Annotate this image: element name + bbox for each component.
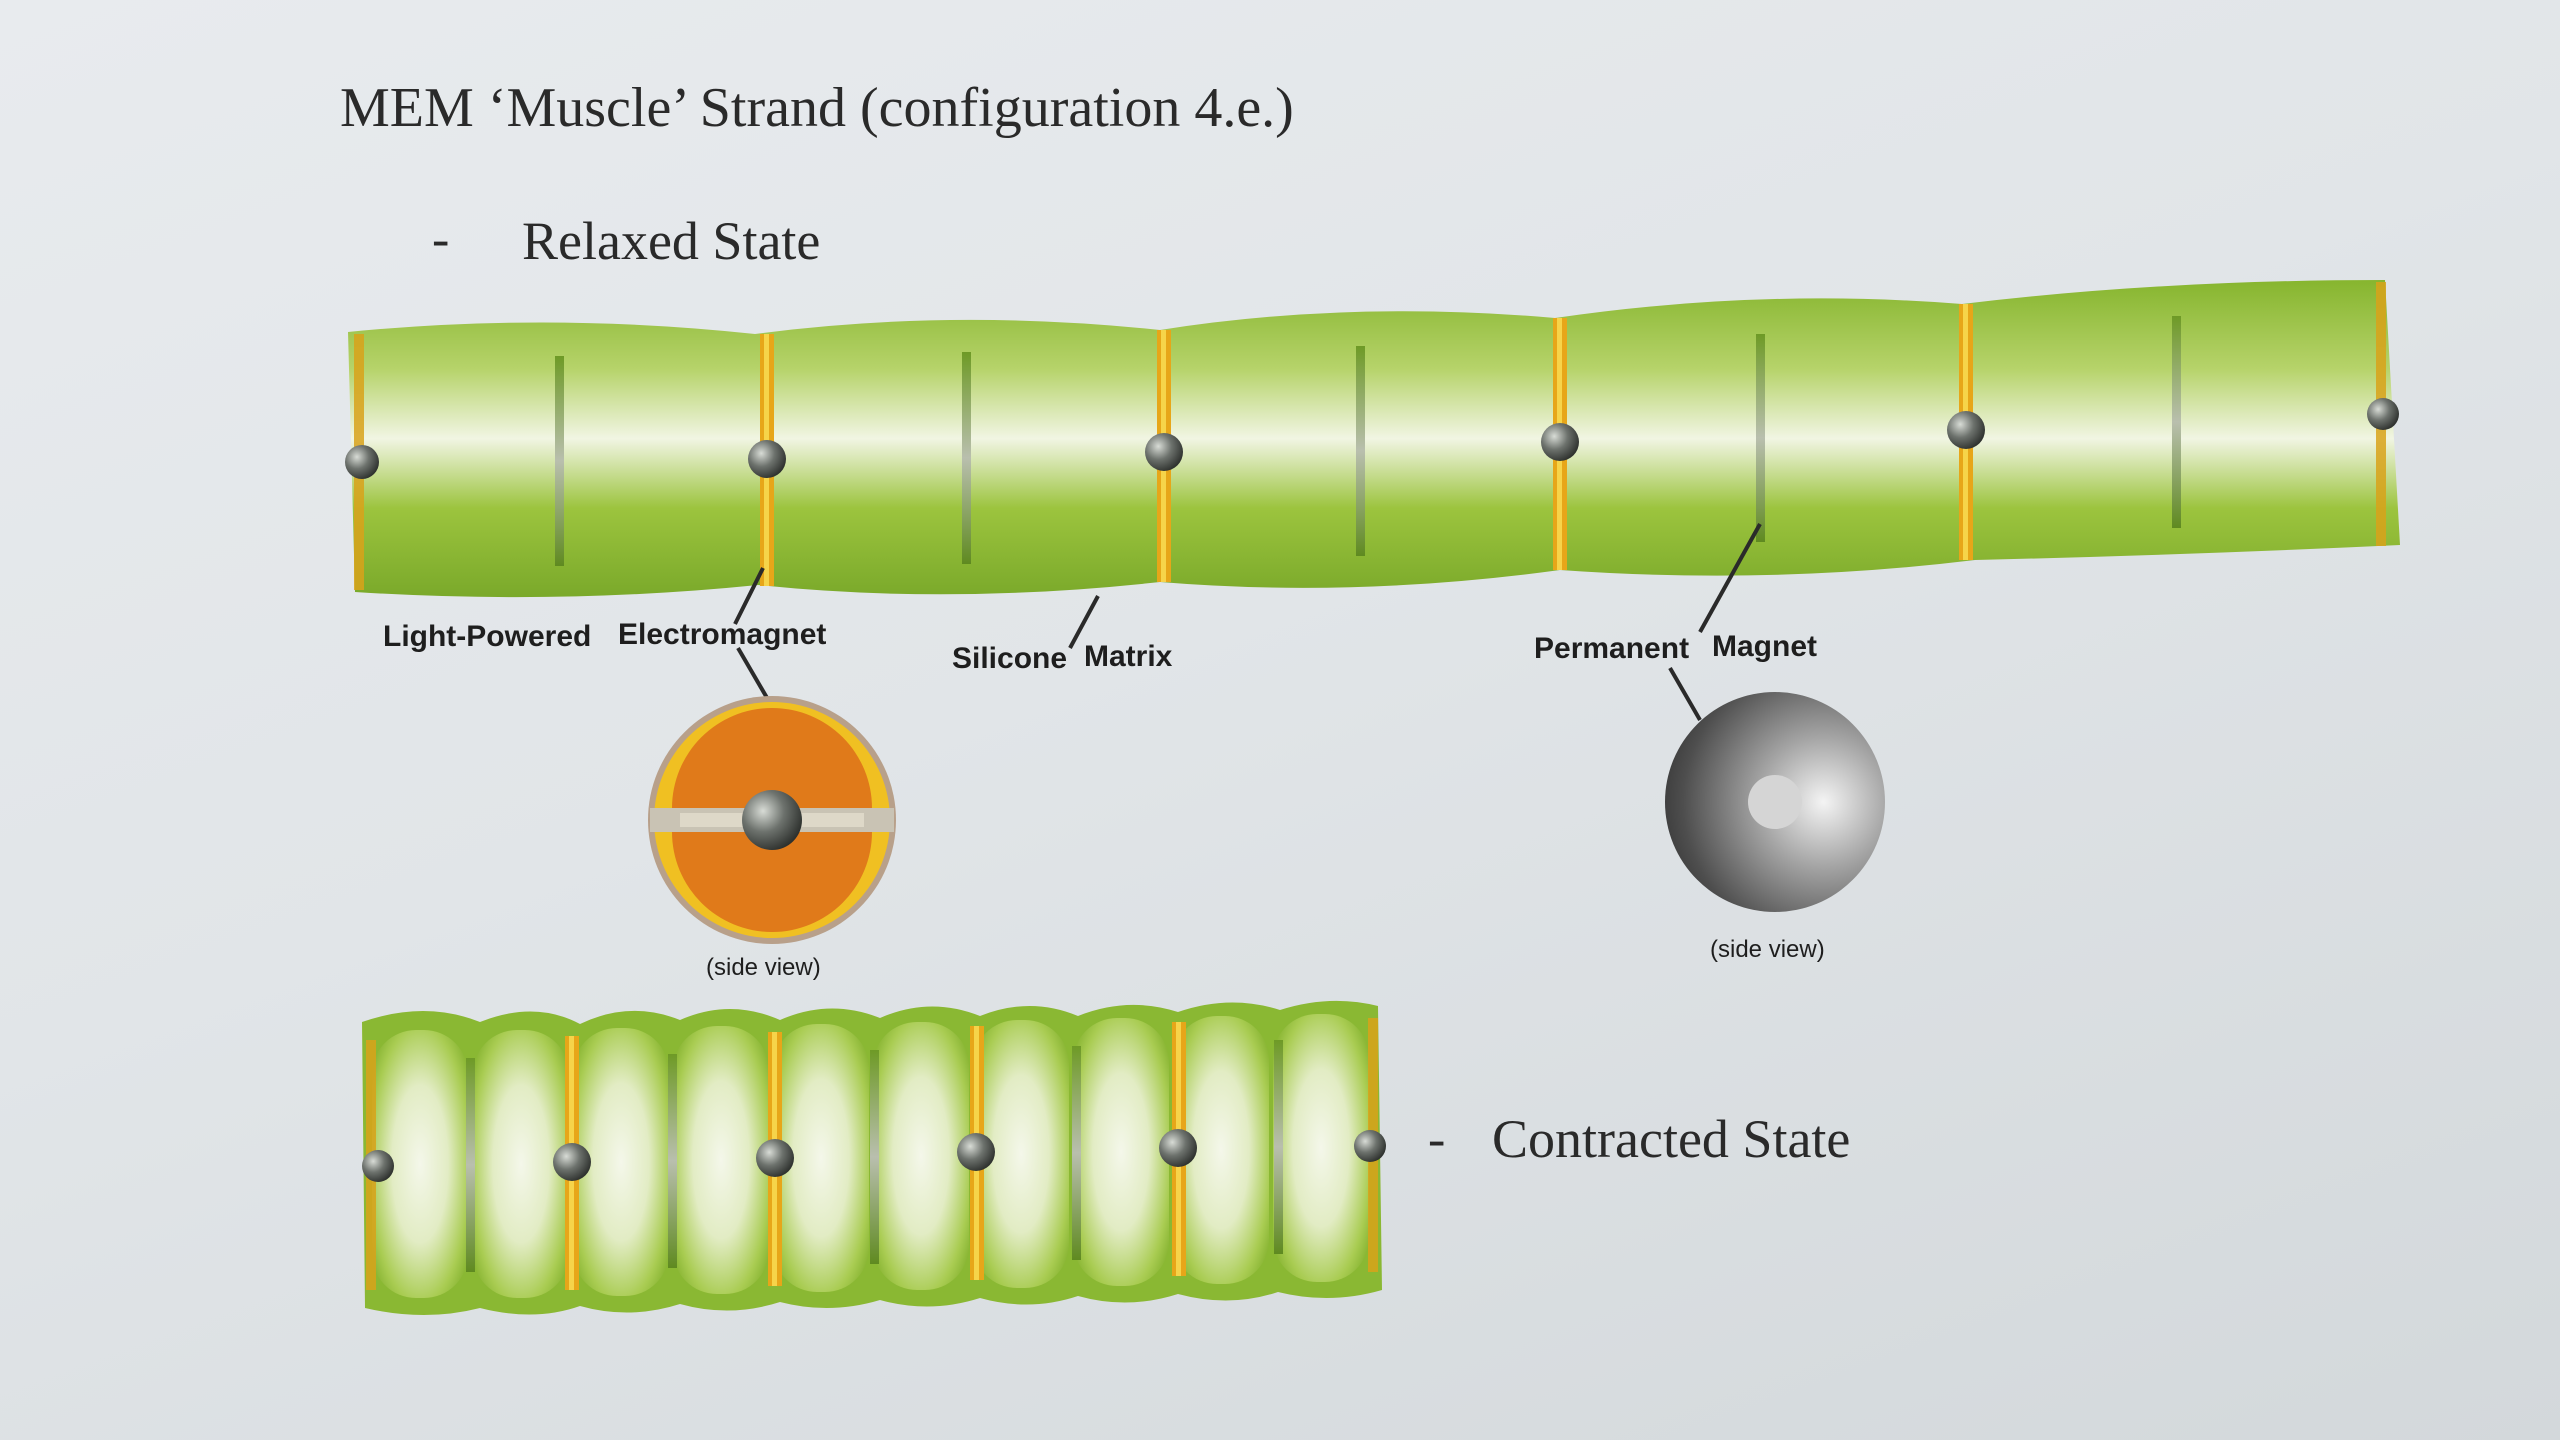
contracted-cell [372,1030,468,1298]
contracted-electromagnets [362,1018,1386,1290]
contracted-cell [673,1026,769,1294]
diagram-title: MEM ‘Muscle’ Strand (configuration 4.e.) [340,77,1294,139]
permanent-magnet-bar [466,1058,475,1272]
electromagnet-leader-line [733,567,765,625]
electromagnet-segment [748,334,786,586]
electromagnet-segment [553,1036,591,1290]
permanent-magnet-bar [555,356,564,566]
contracted-cells [372,1014,1369,1298]
relaxed-permanent-magnets [555,316,2181,566]
contracted-cell [973,1020,1069,1288]
relaxed-dash: - [432,211,450,268]
silicone-matrix-leader-line [1068,595,1100,649]
contracted-cell [773,1024,869,1292]
permanent-magnet-detail-leader-line [1668,667,1702,721]
electromagnet-segment [1354,1018,1386,1272]
contracted-cell [873,1022,969,1290]
permanent-magnet-bar [962,352,971,564]
contracted-dash: - [1428,1111,1446,1168]
permanent-magnet-bar [668,1054,677,1268]
silicone-label: Silicone [952,642,1068,675]
contracted-cell [473,1030,569,1298]
leader-lines [733,523,1762,721]
electromagnet-segment [1145,330,1183,582]
contracted-permanent-magnets [466,1040,1283,1272]
permanent-magnet-side-view [1665,692,1885,912]
electromagnet-label: Electromagnet [618,618,827,651]
permanent-magnet-bar [1756,334,1765,542]
magnet-side-view-caption: (side view) [1710,936,1825,963]
relaxed-state-label: Relaxed State [522,211,821,271]
contracted-cell [573,1028,669,1296]
electromagnet-side-view [648,696,896,944]
contracted-cell [1073,1018,1169,1286]
electromagnet-side-view-caption: (side view) [706,954,821,981]
relaxed-electromagnets [345,282,2399,590]
relaxed-strand-body [348,280,2400,598]
electromagnet-segment [1541,318,1579,570]
light-powered-label: Light-Powered [383,620,592,653]
electromagnet-segment [345,334,379,590]
permanent-magnet-bar [2172,316,2181,528]
contracted-state-label: Contracted State [1492,1109,1851,1169]
electromagnet-segment [362,1040,394,1290]
permanent-magnet-bar [1072,1046,1081,1260]
electromagnet-segment [2367,282,2399,546]
electromagnet-segment [957,1026,995,1280]
electromagnet-segment [1947,304,1985,560]
permanent-label: Permanent [1534,632,1690,665]
matrix-label: Matrix [1084,640,1173,673]
magnet-label: Magnet [1712,630,1817,663]
permanent-magnet-bar [1356,346,1365,556]
permanent-magnet-leader-line [1698,523,1762,633]
electromagnet-segment [756,1032,794,1286]
electromagnet-detail-leader-line [736,646,772,705]
permanent-magnet-bar [870,1050,879,1264]
contracted-cell [1173,1016,1269,1284]
permanent-magnet-bar [1274,1040,1283,1254]
contracted-cell [1273,1014,1369,1282]
electromagnet-segment [1159,1022,1197,1276]
